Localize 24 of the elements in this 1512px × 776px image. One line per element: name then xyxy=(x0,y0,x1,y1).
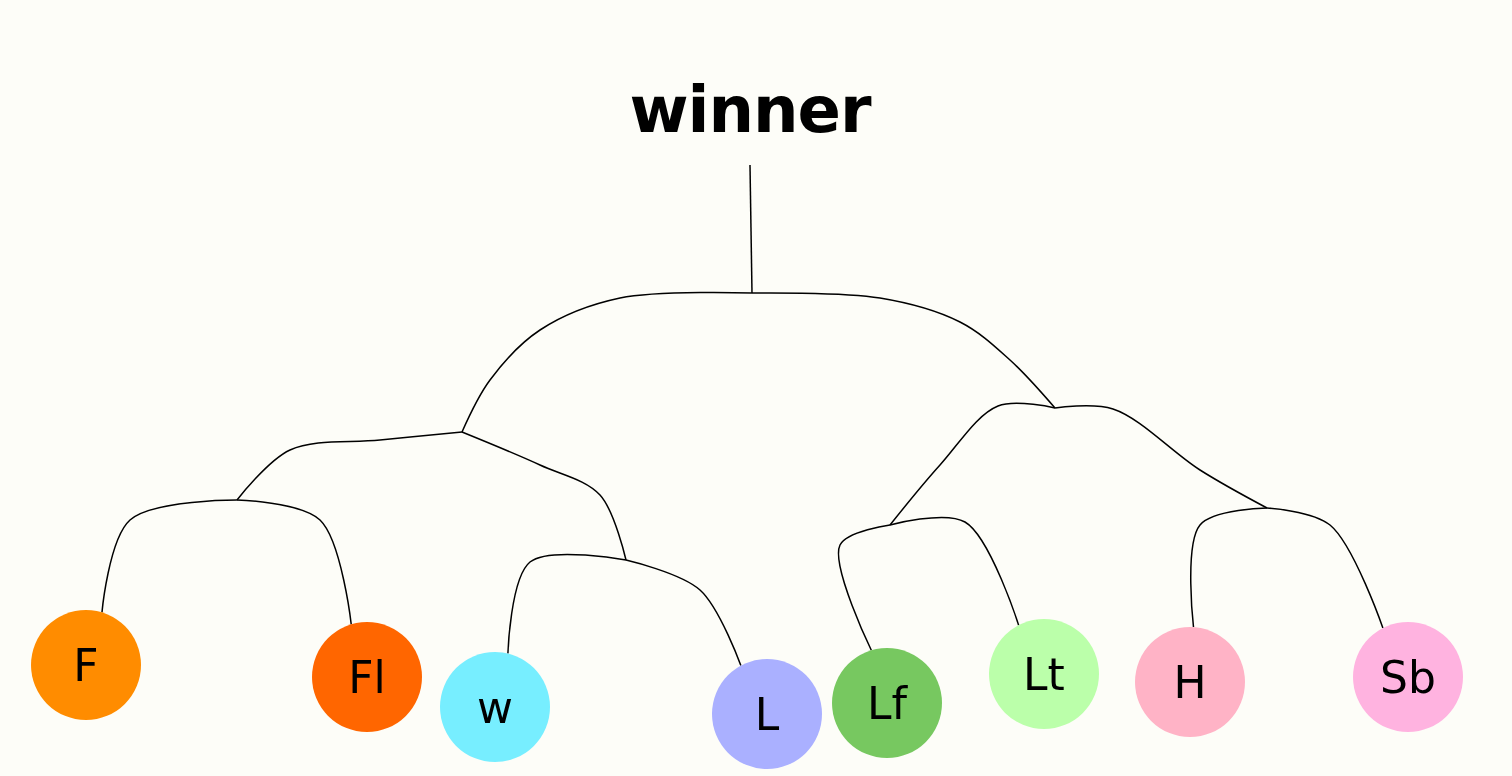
bracket-line xyxy=(461,291,753,433)
team-circle: w xyxy=(440,652,550,762)
team-circle: H xyxy=(1135,627,1245,737)
team-circle: F xyxy=(31,610,141,720)
bracket-line xyxy=(507,553,627,655)
bracket-line xyxy=(837,524,891,652)
bracket-line xyxy=(625,559,742,667)
bracket-line xyxy=(749,164,753,294)
team-circle: Lt xyxy=(989,619,1099,729)
bracket-line xyxy=(889,402,1056,526)
team-circle: Fl xyxy=(312,622,422,732)
bracket-line xyxy=(1266,507,1384,629)
bracket-line xyxy=(1054,405,1268,509)
bracket-line xyxy=(889,516,1020,626)
bracket-line xyxy=(236,431,463,501)
team-circle: L xyxy=(712,659,822,769)
bracket-line xyxy=(101,499,238,614)
title-text: winner xyxy=(600,55,900,165)
team-circle: Sb xyxy=(1353,622,1463,732)
bracket-line xyxy=(461,431,627,561)
bracket-line xyxy=(236,499,352,626)
team-circle: Lf xyxy=(832,648,942,758)
bracket-line xyxy=(1190,507,1268,628)
bracket-line xyxy=(751,292,1056,409)
